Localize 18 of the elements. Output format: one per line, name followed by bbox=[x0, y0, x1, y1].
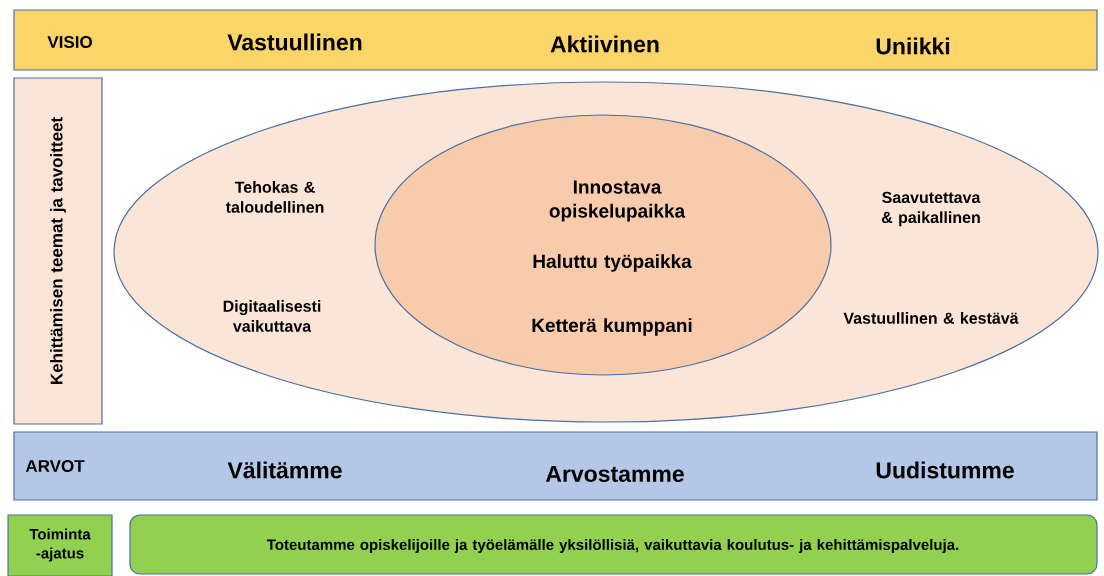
value-word: Uniikki bbox=[876, 37, 950, 55]
mission-text: Toteutamme opiskelijoille ja työelämälle yksilöllisiä, vaikuttavia koulutus- ja kehittämispalveluja. bbox=[266, 539, 959, 553]
theme-text: Tehokas & taloudellinen bbox=[225, 181, 324, 213]
goal-text: Haluttu työpaikka bbox=[533, 254, 692, 272]
theme-text: Digitaalisesti vaikuttava bbox=[223, 300, 321, 332]
goal-text: Ketterä kumppani bbox=[532, 318, 692, 336]
value-word: Vastuullinen bbox=[227, 33, 362, 51]
band-label: ARVOT bbox=[25, 459, 85, 472]
value-word: Aktiivinen bbox=[550, 35, 659, 53]
band-label: Toiminta -ajatus bbox=[29, 528, 91, 562]
rotated-heading: Kehittämisen teemat ja tavoitteet bbox=[50, 117, 66, 384]
theme-text: Vastuullinen & kestävä bbox=[843, 312, 1019, 324]
value-word: Uudistumme bbox=[876, 461, 1014, 479]
value-word: Välitämme bbox=[227, 461, 342, 479]
value-word: Arvostamme bbox=[545, 465, 684, 482]
band-label: VISIO bbox=[47, 35, 92, 48]
goal-text: Innostava opiskelupaikka bbox=[549, 180, 686, 222]
theme-text: Saavutettava & paikallinen bbox=[881, 191, 981, 227]
